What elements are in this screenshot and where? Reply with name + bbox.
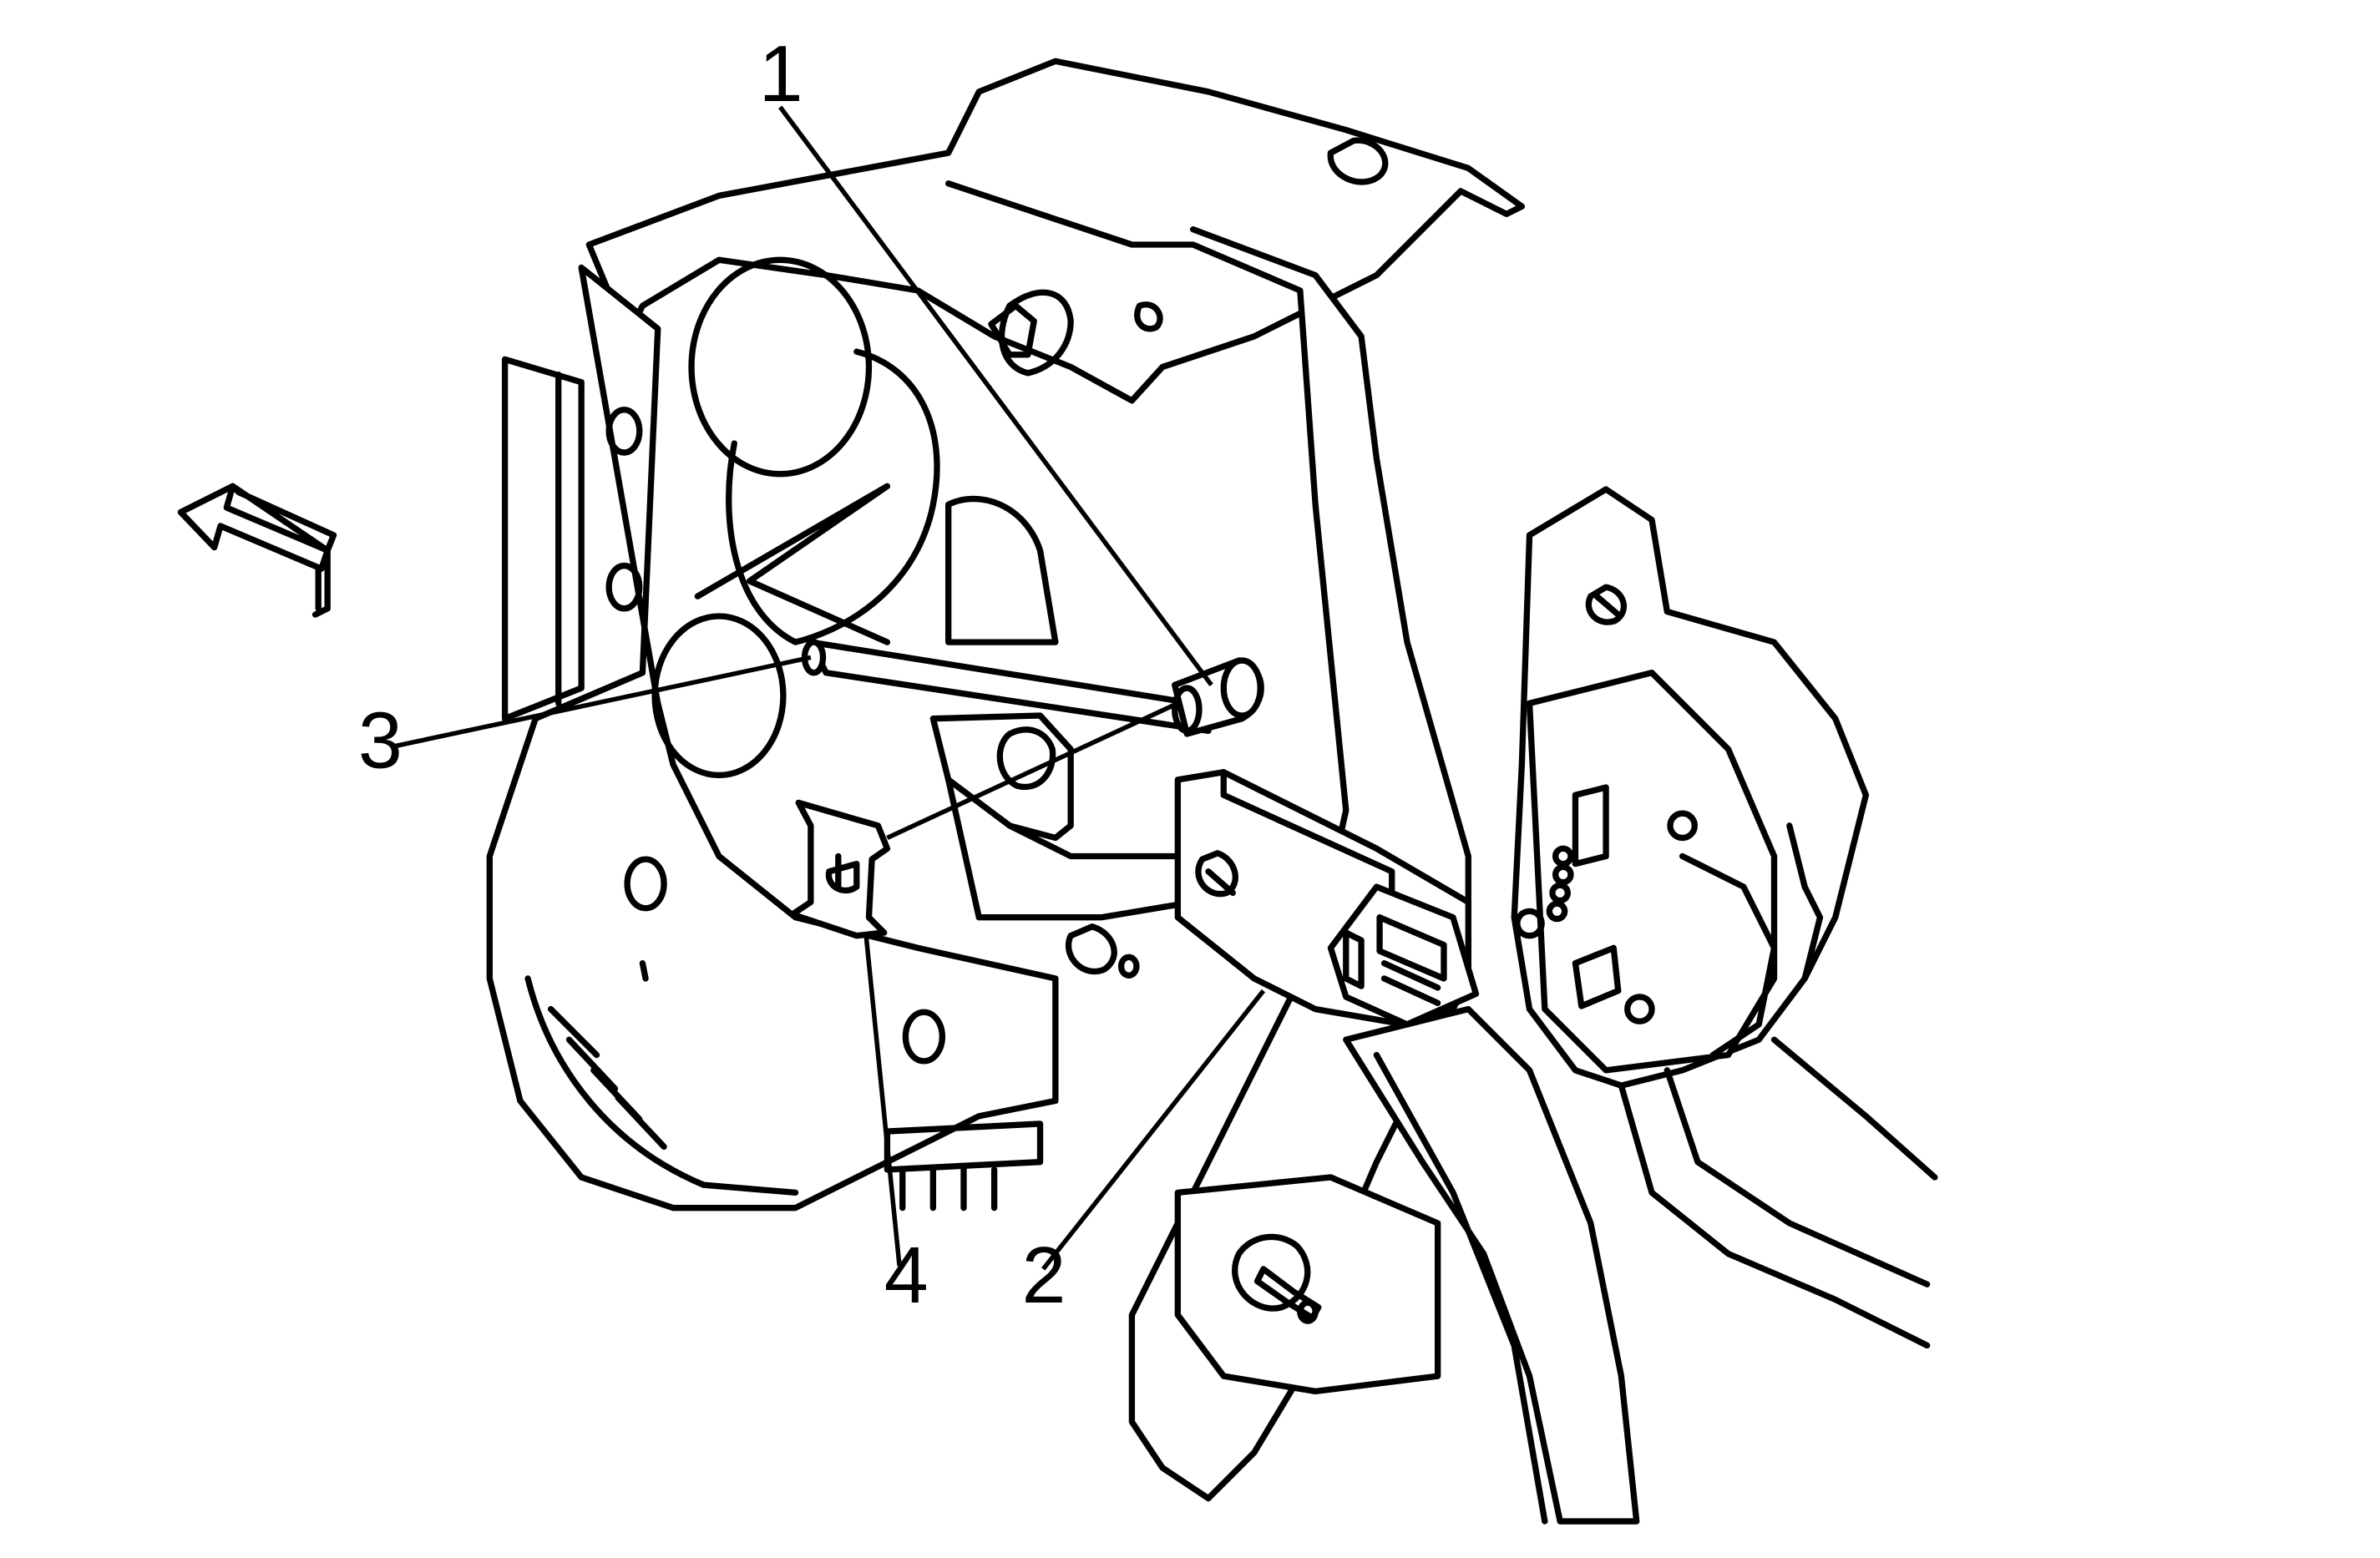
pedal-position-sensor	[1174, 769, 1480, 1031]
pedal-lever	[1343, 1005, 1640, 1525]
front-direction-arrow-icon	[177, 483, 337, 618]
pivot-shaft	[801, 639, 1264, 737]
callout-2: 2	[1022, 1232, 1066, 1320]
leader-shaft-path	[886, 701, 1179, 840]
leader-lines	[394, 105, 1266, 1271]
callout-3: 3	[358, 696, 403, 785]
leader-1	[778, 105, 1213, 687]
leader-2	[1041, 989, 1266, 1271]
pedal-link	[929, 712, 1197, 921]
leader-3	[394, 655, 812, 749]
callout-4: 4	[884, 1232, 929, 1320]
callouts: 1 2 3 4	[358, 30, 1066, 1320]
callout-1: 1	[759, 30, 803, 119]
accelerator-pedal-module	[1511, 486, 1938, 1349]
pedal-bracket-housing	[486, 58, 1526, 1211]
pedal-arm-plate	[945, 137, 1471, 1502]
leader-4	[863, 932, 902, 1267]
retaining-clip	[789, 799, 891, 939]
